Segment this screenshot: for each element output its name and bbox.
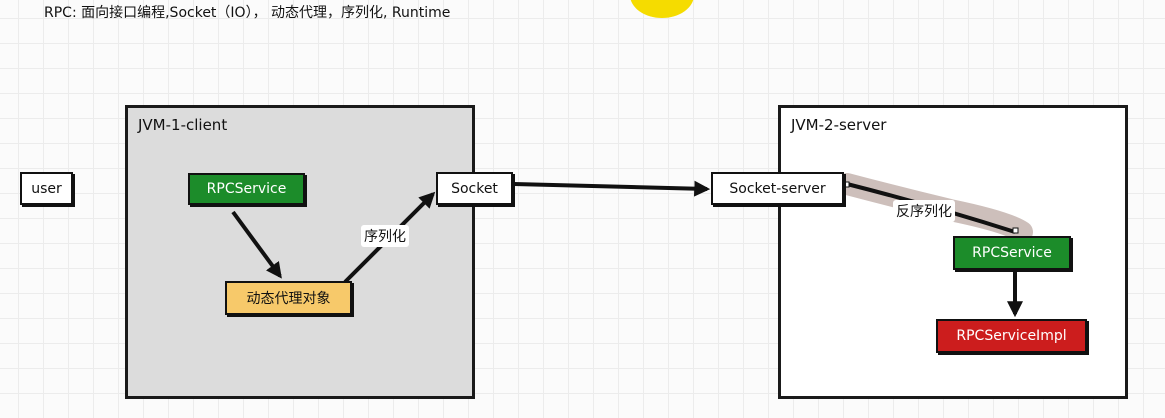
jvm-server-label: JVM-2-server — [791, 116, 887, 134]
rpc-service-impl-node: RPCServiceImpl — [936, 319, 1087, 353]
cursor-highlight — [630, 0, 694, 18]
serialize-label: 序列化 — [361, 225, 409, 247]
rpc-service-server-node: RPCService — [953, 236, 1071, 270]
header-text: RPC: 面向接口编程,Socket（IO）， 动态代理，序列化, Runtim… — [44, 5, 451, 21]
socket-server-node: Socket-server — [711, 172, 844, 205]
arrow-socket-to-server — [513, 180, 711, 197]
user-node: user — [20, 172, 73, 205]
jvm-client-label: JVM-1-client — [138, 116, 228, 134]
rpc-service-client-node: RPCService — [188, 173, 305, 205]
arrow-rpc-to-proxy — [231, 210, 282, 279]
dynamic-proxy-node: 动态代理对象 — [225, 281, 352, 315]
jvm-client-frame: JVM-1-client — [125, 105, 475, 399]
connector-handle-left — [843, 181, 850, 188]
deserialize-label: 反序列化 — [893, 200, 955, 222]
socket-node: Socket — [436, 172, 513, 205]
connector-handle-right — [1012, 227, 1019, 234]
